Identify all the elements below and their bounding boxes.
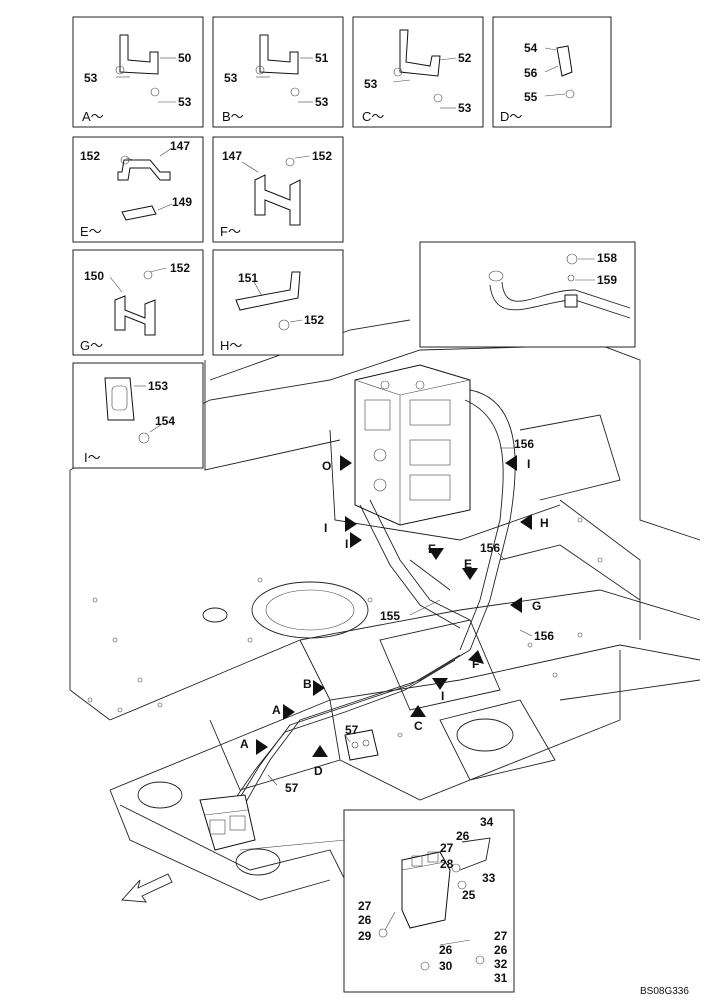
callout-27: 27 [440,841,454,855]
front-direction-arrow [121,873,173,903]
arrow-label-i: I [527,457,530,471]
arrow-label-b: B [303,677,312,691]
detail-panel-f [212,136,344,243]
callout-53: 53 [458,101,472,115]
leader-lines [239,447,533,851]
callout-33: 33 [482,871,496,885]
arrow-label-i: I [345,537,348,551]
callout-153: 153 [148,379,168,393]
panel-caption-h: H～ [220,338,242,353]
callout-29: 29 [358,929,372,943]
callout-51: 51 [315,51,329,65]
callout-151: 151 [238,271,258,285]
arrow-label-h: H [540,516,549,530]
detail-panel-d [492,16,612,128]
callout-152: 152 [80,149,100,163]
panel-caption-b: B～ [222,109,244,124]
callout-52: 52 [458,51,472,65]
callout-156: 156 [534,629,554,643]
callout-26: 26 [439,943,453,957]
arrow-label-i: I [441,689,444,703]
solenoid-valve [344,729,379,761]
detail-panel-b [212,16,344,128]
detail-panel-i [72,362,204,469]
callout-27: 27 [358,899,372,913]
arrow-label-o: O [322,459,331,473]
panel-caption-c: C～ [362,109,384,124]
callout-53: 53 [364,77,378,91]
callout-152: 152 [312,149,332,163]
callout-26: 26 [456,829,470,843]
detail-panel-c [352,16,484,128]
panel-caption-e: E～ [80,224,102,239]
callout-53: 53 [224,71,238,85]
callout-150: 150 [84,269,104,283]
arrow-label-a: A [272,703,281,717]
callout-27: 27 [494,929,508,943]
callout-50: 50 [178,51,192,65]
arrow-label-a: A [240,737,249,751]
callout-158: 158 [597,251,617,265]
pilot-valve [199,794,256,851]
callout-156: 156 [514,437,534,451]
arrow-label-i: I [324,521,327,535]
panel-caption-f: F～ [220,224,241,239]
callout-53: 53 [315,95,329,109]
callout-57: 57 [345,723,359,737]
detail-panel-top-right [419,241,636,348]
callout-34: 34 [480,815,494,829]
callout-54: 54 [524,41,538,55]
detail-panel-g [72,249,204,356]
callout-55: 55 [524,90,538,104]
detail-panel-e [72,136,204,243]
callout-147: 147 [170,139,190,153]
callout-31: 31 [494,971,508,985]
callout-155: 155 [380,609,400,623]
callout-149: 149 [172,195,192,209]
pilot-hoses [214,389,516,831]
callout-147: 147 [222,149,242,163]
callout-152: 152 [170,261,190,275]
callout-57: 57 [285,781,299,795]
drawing-code: BS08G336 [640,986,689,997]
panel-caption-d: D～ [500,109,522,124]
arrow-label-c: C [414,719,423,733]
arrow-label-f: F [472,657,479,671]
detail-panel-bottom-right [343,809,515,993]
panel-caption-i: I～ [84,450,101,465]
direction-arrows [256,455,532,757]
callout-26: 26 [494,943,508,957]
callout-53: 53 [178,95,192,109]
arrow-label-e: E [428,542,436,556]
panel-caption-a: A～ [82,109,104,124]
callout-30: 30 [439,959,453,973]
detail-panel-h [212,249,344,356]
callout-26: 26 [358,913,372,927]
arrow-label-e: E [464,557,472,571]
callout-53: 53 [84,71,98,85]
callout-159: 159 [597,273,617,287]
detail-panel-a [72,16,204,128]
callout-25: 25 [462,888,476,902]
callout-56: 56 [524,66,538,80]
callout-156: 156 [480,541,500,555]
arrow-label-d: D [314,764,323,778]
panel-caption-g: G～ [80,338,103,353]
callout-28: 28 [440,857,454,871]
arrow-label-g: G [532,599,541,613]
control-valve-assembly [354,364,471,526]
callout-32: 32 [494,957,508,971]
callout-154: 154 [155,414,175,428]
callout-152: 152 [304,313,324,327]
